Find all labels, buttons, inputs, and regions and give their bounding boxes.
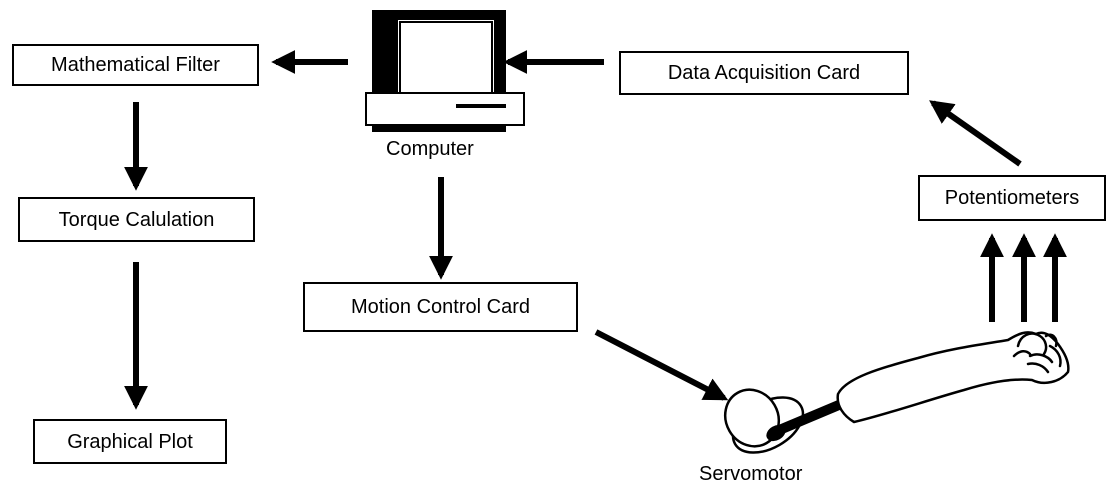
torque-calculation-label: Torque Calulation (58, 208, 215, 231)
arm-icon (836, 331, 1070, 424)
computer-label: Computer (386, 138, 474, 160)
servomotor-label: Servomotor (699, 463, 803, 485)
potentiometers-box: Potentiometers (918, 175, 1106, 221)
arrows (124, 50, 1067, 410)
computer-icon (365, 10, 525, 132)
mathematical-filter-label: Mathematical Filter (51, 54, 220, 76)
motion-control-card-label: Motion Control Card (351, 296, 530, 318)
torque-calculation-box: Torque Calulation (18, 197, 255, 242)
potentiometers-label: Potentiometers (944, 187, 1080, 209)
servomotor-icon (723, 388, 848, 454)
data-acquisition-card-box: Data Acquisition Card (619, 51, 909, 95)
arrow-potentiometers-to-daq (929, 100, 1022, 167)
graphical-plot-label: Graphical Plot (67, 430, 193, 453)
mathematical-filter-box: Mathematical Filter (12, 44, 259, 86)
graphical-plot-box: Graphical Plot (33, 419, 227, 464)
arrow-motion-to-servomotor (594, 329, 729, 401)
motion-control-card-box: Motion Control Card (303, 282, 578, 332)
data-acquisition-card-label: Data Acquisition Card (667, 62, 861, 84)
